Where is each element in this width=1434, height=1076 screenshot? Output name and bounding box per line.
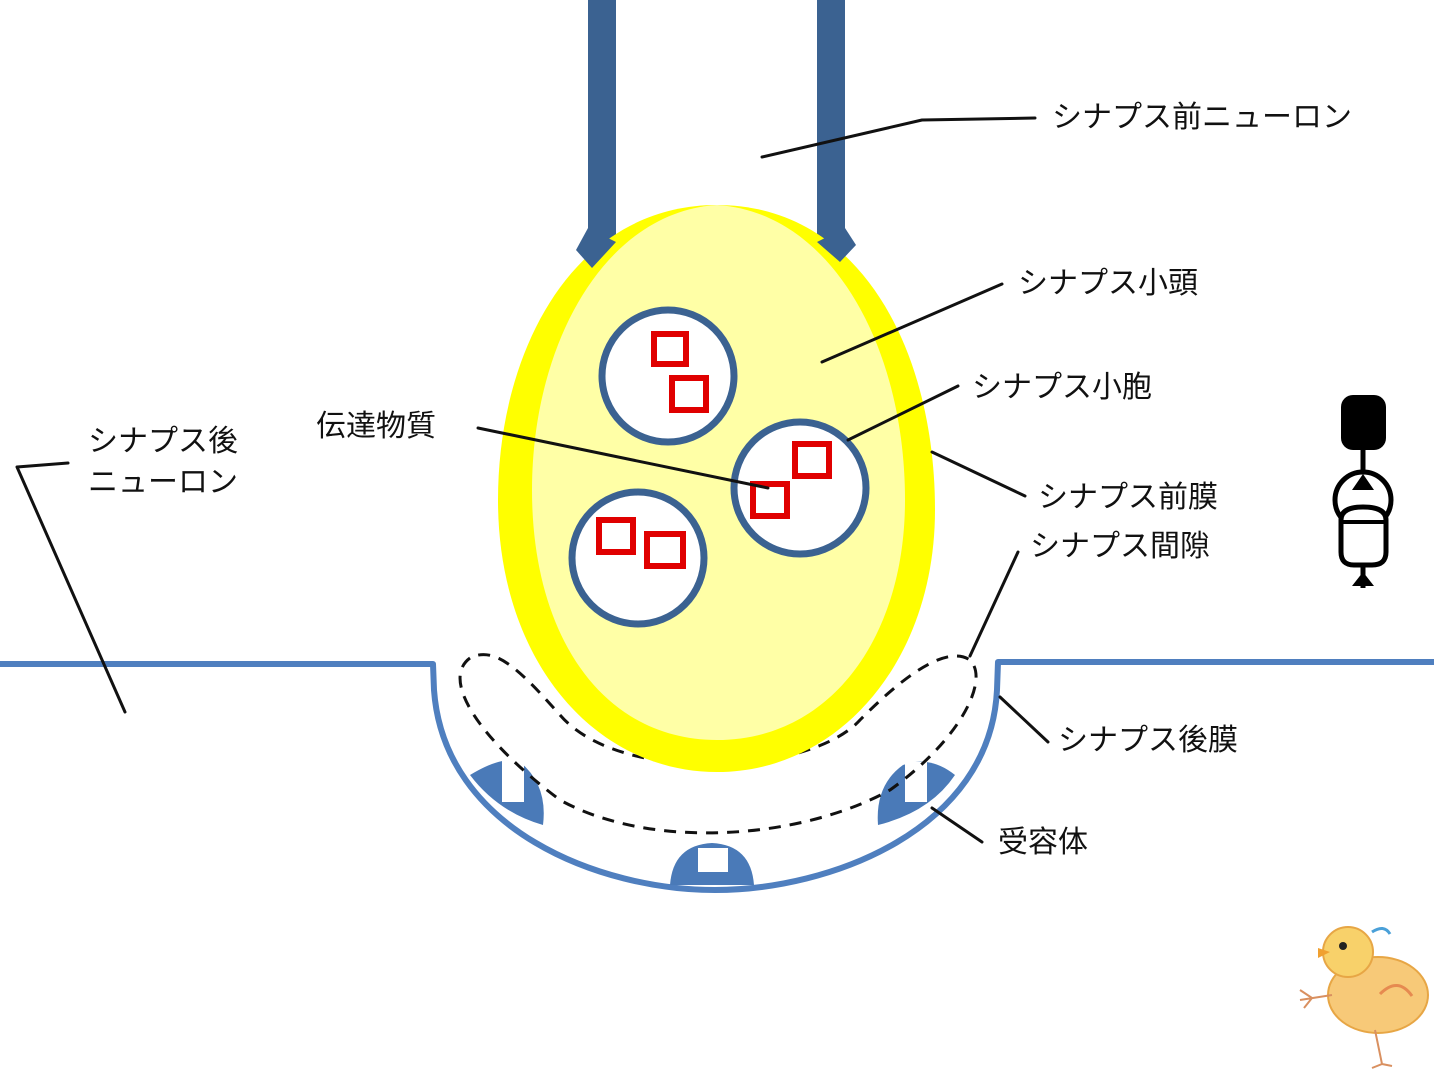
leader-presynaptic-neuron: [760, 116, 1037, 159]
leader-presynaptic-membrane: [930, 450, 1027, 498]
label-postsynaptic-neuron-line1: シナプス後: [88, 424, 238, 459]
leader-synaptic-knob: [820, 282, 1004, 364]
neurotransmitter: [750, 481, 790, 519]
label-synaptic-knob: シナプス小頭: [1018, 266, 1198, 301]
leader-neurotransmitter: [476, 426, 770, 490]
postsynaptic-membrane: [0, 659, 1434, 893]
label-postsynaptic-neuron-line2: ニューロン: [88, 465, 238, 500]
neurotransmitter: [644, 531, 686, 569]
neurotransmitter: [669, 375, 709, 413]
leader-postsynaptic-neuron: [15, 461, 127, 714]
axon-wall-right: [817, 0, 845, 245]
synaptic-vesicle-2: [730, 418, 870, 558]
neurotransmitter: [792, 441, 832, 479]
synapse-schematic-icon: [1332, 395, 1394, 588]
axon-wall-left: [588, 0, 616, 245]
label-synaptic-cleft: シナプス間隙: [1030, 529, 1210, 564]
label-postsynaptic-membrane: シナプス後膜: [1058, 723, 1238, 758]
leader-postsynaptic-membrane: [998, 695, 1050, 744]
receptor-center-site: [698, 848, 728, 872]
neurotransmitter: [651, 331, 689, 367]
label-neurotransmitter: 伝達物質: [316, 409, 436, 444]
label-synaptic-vesicle: シナプス小胞: [972, 370, 1152, 405]
label-presynaptic-neuron: シナプス前ニューロン: [1052, 100, 1352, 135]
neurotransmitter: [596, 517, 636, 555]
axon-joint-left: [576, 228, 616, 268]
chick-mascot-icon: [1299, 926, 1429, 1069]
label-receptor: 受容体: [998, 825, 1088, 860]
synaptic-vesicle-1: [598, 306, 738, 446]
receptor-left-site: [502, 760, 524, 802]
label-presynaptic-membrane: シナプス前膜: [1038, 480, 1218, 515]
synaptic-vesicle-3: [568, 488, 708, 628]
axon-joint-right: [817, 228, 856, 262]
leader-synaptic-vesicle: [846, 384, 960, 442]
receptor-right-site: [905, 762, 927, 802]
leader-receptor: [930, 806, 984, 844]
leader-synaptic-cleft: [968, 550, 1020, 658]
